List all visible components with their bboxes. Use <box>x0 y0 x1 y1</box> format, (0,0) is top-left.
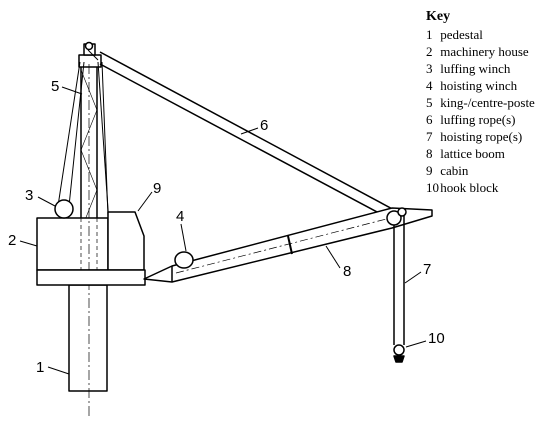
callout-1: 1 <box>36 359 44 376</box>
key-entry-10: 10 hook block <box>426 180 499 195</box>
key-entry-7: 7 hoisting rope(s) <box>426 129 523 144</box>
callout-3: 3 <box>25 187 33 204</box>
hook-block-shape <box>393 344 405 363</box>
key-entry-4: 4 hoisting winch <box>426 78 518 93</box>
key-legend: Key 1 pedestal 2 machinery house 3 luffi… <box>426 8 535 196</box>
luffing-winch-shape <box>54 199 74 219</box>
key-entry-1: 1 pedestal <box>426 27 483 42</box>
callout-8: 8 <box>343 263 351 280</box>
callout-10: 10 <box>428 330 445 347</box>
callout-5: 5 <box>51 78 59 95</box>
key-entry-5: 5 king-/centre-poste <box>426 95 535 110</box>
pedestal-shape <box>68 284 108 392</box>
lattice-boom-shape <box>143 207 433 283</box>
callout-leaders <box>19 86 427 375</box>
callout-4: 4 <box>176 208 184 225</box>
key-title: Key <box>426 9 451 24</box>
callout-2: 2 <box>8 232 16 249</box>
cabin-shape <box>107 211 145 271</box>
hoisting-winch-shape <box>174 251 194 269</box>
key-entry-3: 3 luffing winch <box>426 61 511 76</box>
hoisting-rope-shape <box>393 215 405 345</box>
callout-6: 6 <box>260 117 268 134</box>
luffing-rope-shape <box>87 49 399 221</box>
key-entry-6: 6 luffing rope(s) <box>426 112 516 127</box>
key-entry-8: 8 lattice boom <box>426 146 505 161</box>
callout-7: 7 <box>423 261 431 278</box>
key-entry-9: 9 cabin <box>426 163 469 178</box>
callout-9: 9 <box>153 180 161 197</box>
machinery-house-shape <box>36 217 109 271</box>
deck-plate-shape <box>36 269 146 286</box>
key-entry-2: 2 machinery house <box>426 44 529 59</box>
